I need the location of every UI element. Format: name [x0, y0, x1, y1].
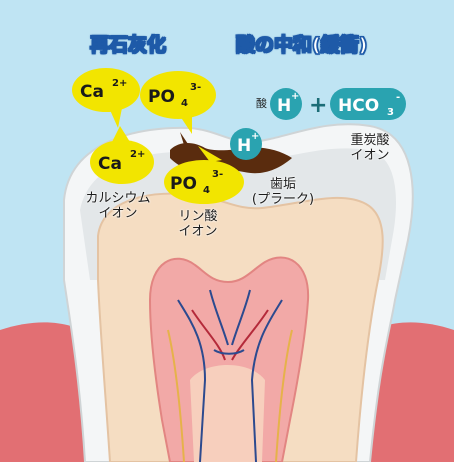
label-plaque-line2: (プラーク): [238, 193, 328, 208]
ion-ca-top-sup: 2+: [112, 78, 127, 89]
ion-po4-top-sup: 3-: [190, 82, 201, 93]
label-calcium-ion: カルシウム イオン: [76, 192, 160, 222]
ion-po4-mid-sup: 3-: [212, 169, 223, 180]
acid-label: 酸: [256, 96, 267, 110]
label-plaque: 歯垢 (プラーク): [238, 178, 328, 208]
ion-po4-top-sub: 4: [181, 98, 188, 109]
svg-text:Ca: Ca: [80, 82, 104, 102]
ion-ca-mid-sup: 2+: [130, 149, 145, 160]
label-phosphate-ion-line2: イオン: [168, 225, 228, 240]
label-plaque-line1: 歯垢: [238, 178, 328, 193]
ion-ca-mid-base: Ca: [98, 154, 122, 174]
label-phosphate-ion-line1: リン酸: [168, 210, 228, 225]
ion-po4-mid-sub: 4: [203, 185, 210, 196]
label-calcium-ion-line2: イオン: [76, 207, 160, 222]
ion-hco3-sup: -: [396, 92, 400, 103]
plus-sign: +: [309, 93, 327, 118]
ion-ca-top-base: Ca: [80, 82, 104, 102]
ion-h-top: H +: [270, 88, 302, 120]
ion-po4-mid-base: PO: [170, 174, 197, 194]
label-bicarbonate-ion: 重炭酸 イオン: [340, 134, 400, 164]
ion-hco3: HCO 3 -: [330, 88, 406, 120]
ion-h-top-base: H: [277, 96, 291, 116]
label-bicarbonate-ion-line2: イオン: [340, 149, 400, 164]
title-acid-neutralization: 酸の中和(緩衝): [236, 36, 367, 55]
ion-hco3-base: HCO: [338, 96, 379, 116]
ion-h-mid: H +: [230, 128, 262, 160]
label-calcium-ion-line1: カルシウム: [76, 192, 160, 207]
ion-hco3-sub: 3: [387, 107, 394, 118]
label-phosphate-ion: リン酸 イオン: [168, 210, 228, 240]
ion-po4-top-base: PO: [148, 87, 175, 107]
title-remineralization: 再石灰化: [90, 36, 166, 55]
ion-h-mid-sup: +: [251, 131, 259, 142]
ion-h-top-sup: +: [291, 91, 299, 102]
label-bicarbonate-ion-line1: 重炭酸: [340, 134, 400, 149]
ion-h-mid-base: H: [237, 136, 251, 156]
